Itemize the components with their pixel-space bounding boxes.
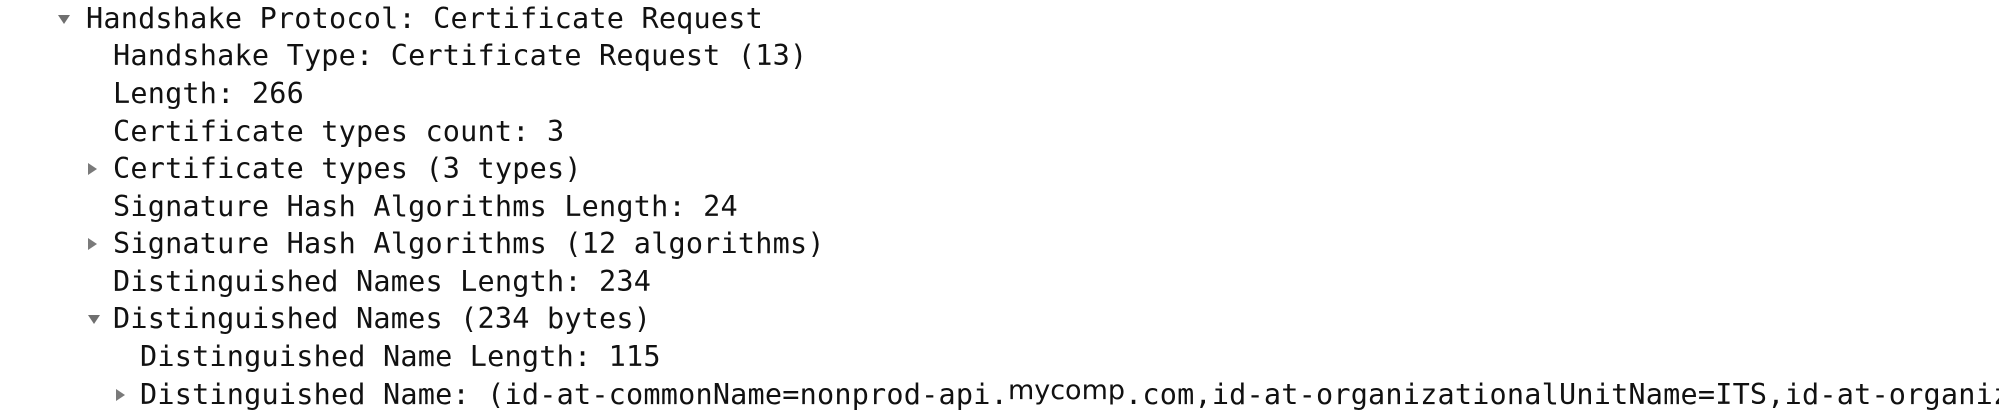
tree-row-label: Certificate types count: 3	[113, 115, 565, 148]
tree-row-label: Handshake Protocol: Certificate Request	[86, 2, 763, 35]
disclosure-triangle-down-icon[interactable]	[88, 315, 100, 324]
tree-row-label: Length: 266	[113, 77, 304, 110]
tree-row-label: Distinguished Name Length: 115	[140, 340, 661, 373]
disclosure-triangle-right-icon[interactable]	[88, 238, 97, 250]
disclosure-triangle-down-icon[interactable]	[58, 15, 70, 24]
disclosure-triangle-right-icon[interactable]	[88, 163, 97, 175]
distinguished-name-suffix: .com,id-at-organizationalUnitName=ITS,id…	[1125, 378, 1999, 411]
disclosure-triangle-right-icon[interactable]	[116, 389, 125, 401]
tree-row-label: Certificate types (3 types)	[113, 152, 582, 185]
tree-row-label: Handshake Type: Certificate Request (13)	[113, 39, 808, 72]
tree-row-label: Distinguished Names (234 bytes)	[113, 302, 652, 335]
tree-row-label: Distinguished Name: (id-at-commonName=no…	[140, 375, 1999, 415]
tree-row-label: Distinguished Names Length: 234	[113, 265, 652, 298]
distinguished-name-prefix: Distinguished Name: (id-at-commonName=no…	[140, 378, 1008, 411]
tree-row-label: Signature Hash Algorithms Length: 24	[113, 190, 738, 223]
tree-row-label: Signature Hash Algorithms (12 algorithms…	[113, 227, 825, 260]
distinguished-name-company: mycomp	[1007, 375, 1126, 406]
